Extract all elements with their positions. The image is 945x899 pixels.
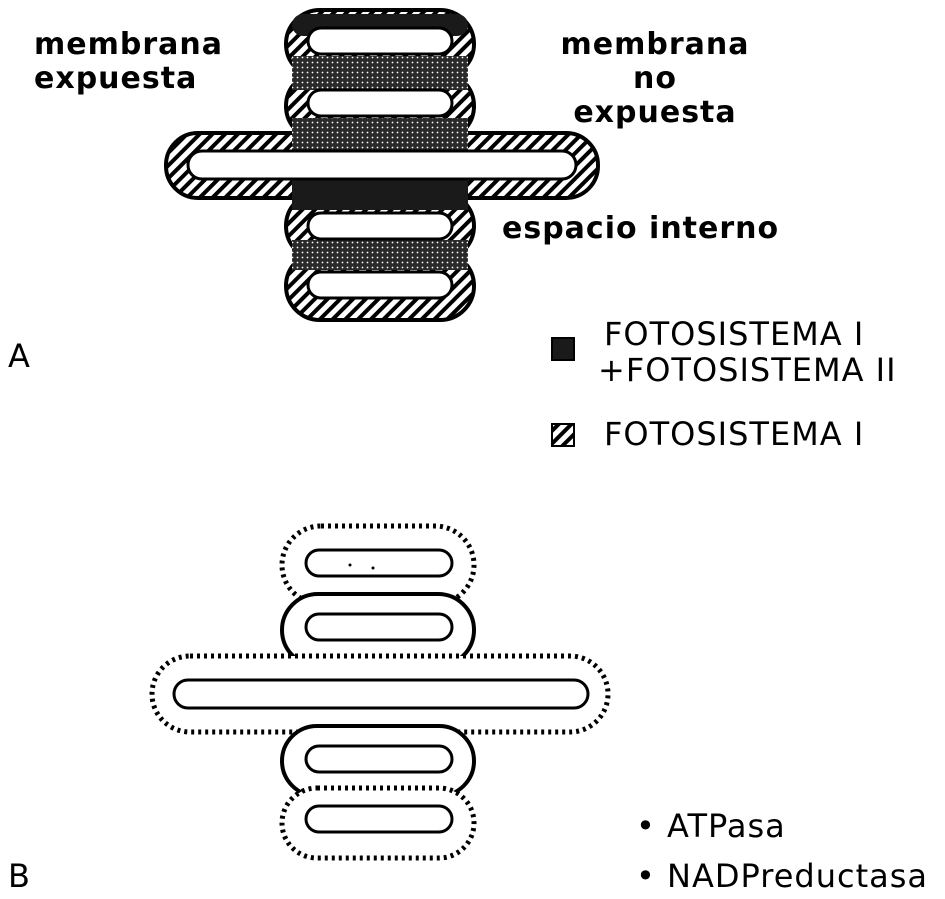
b-lumen-5 (306, 806, 452, 832)
panel-letter-a: A (8, 338, 30, 374)
bullet-icon: • (636, 807, 656, 845)
b-lumen-1 (306, 550, 452, 576)
legend-item-nadp-reductase: • NADPreductasa (636, 858, 928, 894)
legend-atpase-text: ATPasa (667, 807, 786, 845)
b-lumen-3 (174, 680, 588, 708)
label-not-exposed-line-1: membrana (555, 28, 755, 62)
lumen-3 (188, 151, 576, 179)
lumen-2 (308, 90, 452, 116)
label-not-exposed-line-3: expuesta (555, 96, 755, 130)
legend-swatch-dark (552, 338, 574, 360)
panel-a-stack (166, 10, 598, 320)
b-lumen-4 (306, 746, 452, 772)
appressed-zone-3 (292, 118, 468, 150)
appressed-zone-5 (292, 240, 468, 270)
label-not-exposed-membrane: membrana no expuesta (555, 28, 755, 130)
legend-nadp-text: NADPreductasa (667, 857, 928, 895)
appressed-zone-2 (292, 56, 468, 90)
b-dot (372, 567, 375, 570)
label-internal-space: espacio interno (502, 212, 779, 246)
bullet-icon: • (636, 857, 656, 895)
legend-item-atpase: • ATPasa (636, 808, 786, 844)
lumen-1 (308, 28, 452, 54)
lumen-4 (308, 213, 452, 239)
lumen-5 (308, 272, 452, 298)
label-exposed-line-1: membrana (34, 28, 223, 62)
label-exposed-line-2: expuesta (34, 62, 223, 96)
appressed-zone-4 (292, 178, 468, 210)
legend-swatch-hatched (552, 424, 574, 446)
label-not-exposed-line-2: no (555, 62, 755, 96)
legend-ps1-text: FOTOSISTEMA I (604, 316, 897, 352)
b-dot (349, 564, 352, 567)
panel-letter-b: B (8, 858, 30, 894)
b-lumen-2 (306, 614, 452, 640)
legend-item-ps1: FOTOSISTEMA I (604, 416, 864, 452)
panel-b-stack (152, 526, 608, 858)
legend-item-ps1-ps2: FOTOSISTEMA I +FOTOSISTEMA II (604, 316, 897, 388)
legend-ps2-text: +FOTOSISTEMA II (598, 352, 897, 388)
label-exposed-membrane: membrana expuesta (34, 28, 223, 96)
